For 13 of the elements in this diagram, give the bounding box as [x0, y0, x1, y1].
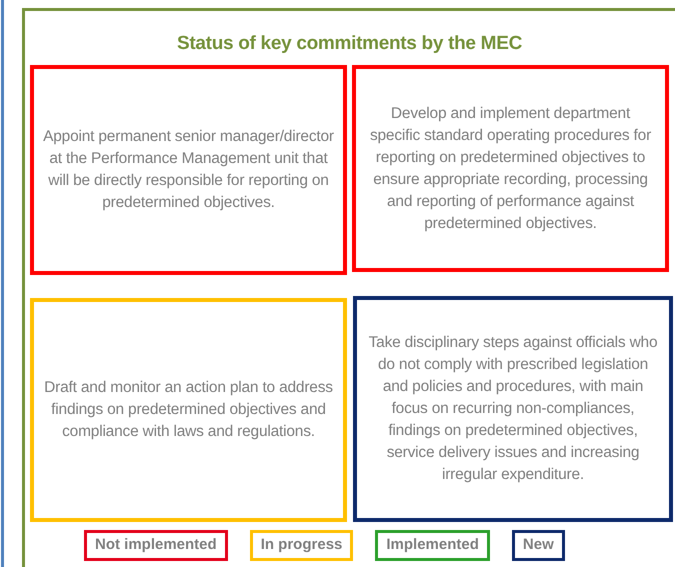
- commitment-text: Appoint permanent senior manager/director at the Performance Management unit that will be directly responsible for reporting on predetermined objectives.: [42, 127, 335, 213]
- legend-item: In progress: [250, 530, 354, 560]
- legend-item: Not implemented: [84, 530, 228, 560]
- commitment-box: [30, 65, 347, 275]
- commitment-box: [30, 298, 347, 522]
- legend-item: Implemented: [375, 530, 490, 560]
- commitment-box: [353, 296, 673, 522]
- commitment-text: Draft and monitor an action plan to address findings on predetermined objectives and compliance with laws and regulations.: [43, 378, 334, 442]
- commitment-text: Take disciplinary steps against officials who do not comply with prescribed legislation and policies and procedures, with main focus on recurring non-compliances, findings on predetermined objectives, service delivery issues and increasing irregular expenditure.: [368, 333, 658, 485]
- legend-item: New: [512, 530, 565, 560]
- title: Status of key commitments by the MEC: [176, 32, 523, 56]
- commitment-box: [352, 65, 669, 272]
- commitment-text: Develop and implement department specific standard operating procedures for reporting on predetermined objectives to ensure appropriate recording, processing and reporting of performance against predetermined objectives.: [368, 104, 652, 234]
